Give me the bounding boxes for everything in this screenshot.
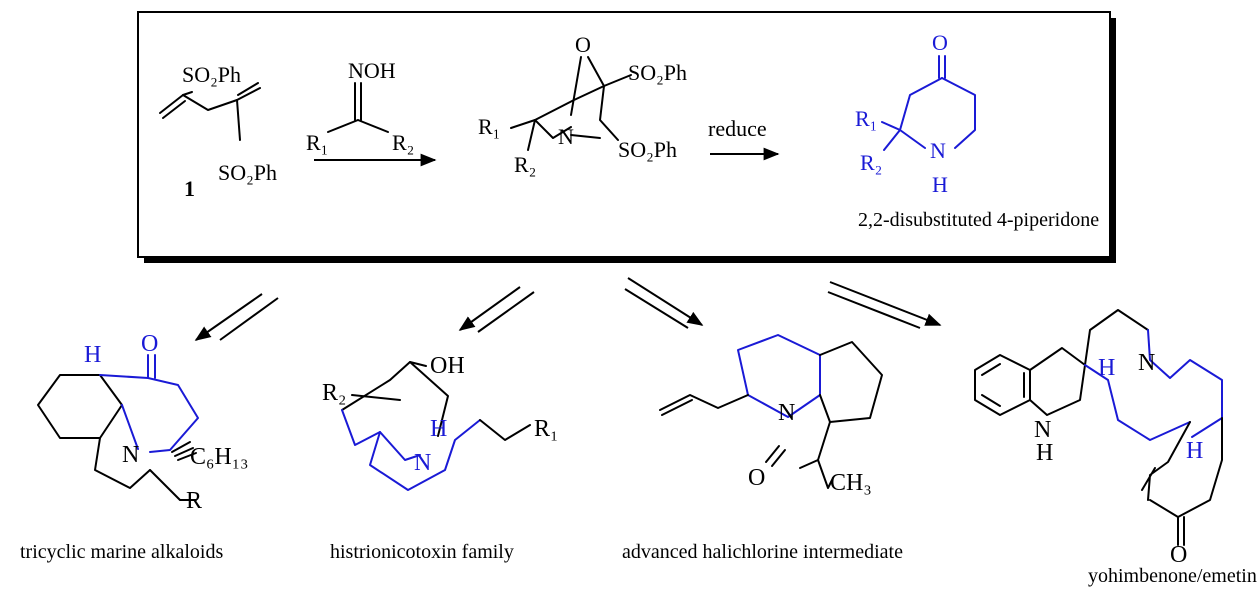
oxime-r2-label: R₂	[392, 130, 414, 155]
tricyclic-r-label: R	[186, 488, 202, 514]
scheme-box	[137, 11, 1111, 258]
histrionicotoxin-oh-label: OH	[430, 353, 465, 379]
adduct-sulfonyl-label-bottom: SO₂Ph	[618, 137, 677, 162]
yohimbenone-h-label-bottom: H	[1186, 438, 1203, 464]
piperidone-nh-label: H	[932, 172, 948, 197]
adduct-nitrogen-label: N	[558, 124, 574, 149]
reduce-label: reduce	[708, 116, 767, 141]
caption-yohimbenone: yohimbenone/emetine	[1088, 565, 1257, 587]
sulfonyl-label-top: SO₂Ph	[182, 62, 241, 87]
yohimbenone-oxygen-label: O	[1170, 542, 1187, 568]
halichlorine-intermediate-structure: N O CH₃	[659, 334, 883, 496]
tricyclic-nitrogen-label: N	[122, 442, 139, 468]
piperidone-r2-label: R₂	[860, 150, 882, 175]
yohimbenone-nitrogen-label: N	[1138, 350, 1155, 376]
bridge-oxygen-label: O	[575, 32, 591, 57]
yohimbenone-h-label-top: H	[1098, 355, 1115, 381]
retro-arrows	[194, 277, 942, 341]
compound-1: SO₂Ph SO₂Ph 1	[159, 62, 277, 201]
yohimbenone-structure: N H N O H H	[974, 309, 1223, 568]
adduct-sulfonyl-label-top: SO₂Ph	[628, 60, 687, 85]
halichlorine-methyl-label: CH₃	[830, 470, 872, 496]
tricyclic-h-label: H	[84, 342, 101, 368]
yohimbenone-indole-n-label: N	[1034, 417, 1051, 443]
histrionicotoxin-r1-label: R₁	[534, 416, 558, 442]
halichlorine-nitrogen-label: N	[778, 400, 795, 426]
caption-halichlorine: advanced halichlorine intermediate	[622, 541, 903, 563]
piperidone-nitrogen-label: N	[930, 138, 946, 163]
caption-tricyclic: tricyclic marine alkaloids	[20, 541, 223, 563]
histrionicotoxin-structure: OH R₂ N H R₁	[322, 353, 558, 491]
sulfonyl-label-bottom: SO₂Ph	[218, 160, 277, 185]
histrionicotoxin-nh-label: H	[430, 416, 447, 442]
histrionicotoxin-r2-label: R₂	[322, 380, 346, 406]
oxime-noh-label: NOH	[348, 58, 396, 83]
piperidone-r1-label: R₁	[855, 106, 877, 131]
tricyclic-hexyl-label: C₆H₁₃	[190, 444, 248, 470]
halichlorine-oxygen-label: O	[748, 465, 765, 491]
tricyclic-alkaloid-structure: O H N C₆H₁₃ R	[37, 331, 248, 514]
piperidone-product: O N H R₁ R₂	[855, 30, 976, 197]
bicyclic-adduct: O N R₁ R₂ SO₂Ph SO₂Ph	[478, 32, 687, 177]
adduct-r2-label: R₂	[514, 152, 536, 177]
yohimbenone-indole-h-label: H	[1036, 440, 1053, 466]
caption-histrionicotoxin: histrionicotoxin family	[330, 541, 514, 563]
adduct-r1-label: R₁	[478, 114, 500, 139]
compound-number: 1	[184, 176, 195, 201]
oxime-reagent: NOH R₁ R₂	[306, 58, 414, 155]
oxime-r1-label: R₁	[306, 130, 328, 155]
box-product-caption: 2,2-disubstituted 4-piperidone	[858, 209, 1099, 231]
tricyclic-oxygen-label: O	[141, 331, 158, 357]
histrionicotoxin-nitrogen-label: N	[414, 450, 431, 476]
piperidone-oxygen-label: O	[932, 30, 948, 55]
